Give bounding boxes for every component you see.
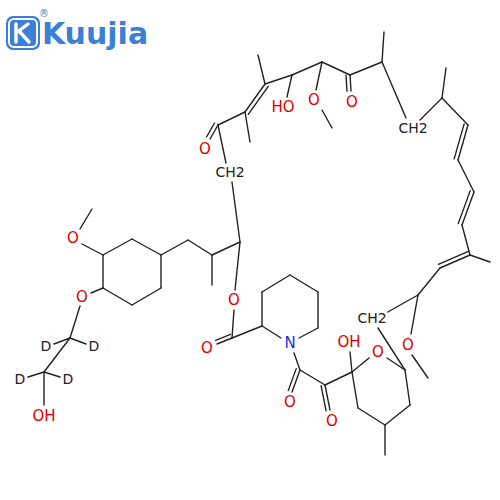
bond-line [454,124,468,160]
bond-group [28,32,490,455]
bond-line [300,370,325,385]
atom-label: D [62,372,75,386]
bond-line [418,268,440,295]
atom-label: D [40,339,53,353]
bond-line [346,75,351,91]
bond-line [70,338,86,344]
bond-line [317,292,318,328]
bond-line [290,275,318,292]
atom-label: D [14,372,27,386]
bond-line [386,295,418,313]
atom-label: O [200,341,214,356]
bond-line [384,425,385,455]
bond-line [321,385,330,411]
atom-label: CH2 [214,165,245,179]
bond-line [262,326,281,338]
bond-line [218,125,226,163]
bond-line [325,372,352,385]
bond-line [216,334,232,344]
bond-line [412,355,428,378]
bond-line [458,191,474,225]
bond-line [352,358,369,372]
atom-label: O [401,338,415,353]
bond-line [44,372,60,377]
bond-line [322,62,350,75]
atom-label: D [88,339,101,353]
bond-line [82,244,103,255]
trademark-mark: ® [38,9,50,19]
atom-label: O [283,395,297,410]
bond-line [132,239,161,255]
atom-label: O [75,290,89,305]
atom-label: CH2 [356,311,387,325]
bond-line [292,62,322,75]
bond-line [232,326,262,338]
atom-label: O [227,293,241,308]
bond-line [382,62,406,118]
bond-line [207,123,218,139]
bond-line [262,275,290,292]
atom-label: CH2 [397,121,428,135]
bond-line [288,369,300,392]
bond-line [294,353,300,370]
bond-line [358,408,385,425]
atom-label: O [198,142,212,157]
bond-line [160,255,161,288]
bond-line [299,328,318,338]
bond-line [352,372,358,408]
bond-line [218,112,245,125]
bond-line [258,55,265,84]
bond-line [132,288,161,305]
bond-line [470,255,490,262]
bond-line [188,240,212,255]
bond-line [442,98,468,125]
atom-label: OH [336,335,361,350]
logo-icon [6,16,40,50]
bond-line [245,112,250,142]
bond-line [316,62,322,90]
bond-line [420,98,442,120]
bond-line [103,239,132,255]
bond-line [212,242,240,255]
atom-label: O [371,345,385,360]
bond-line [232,310,234,338]
bond-line [161,240,188,255]
bond-line [405,370,410,405]
logo-text: Kuujia [41,19,149,49]
bond-line [232,182,240,242]
atom-label: O [325,414,339,429]
bond-line [80,209,92,229]
bond-line [438,251,470,268]
bond-line [322,110,332,128]
atom-label: HO [270,100,295,115]
bond-line [287,75,292,97]
bond-line [265,75,292,84]
atom-label: OH [31,409,56,424]
bond-line [462,225,470,255]
bond-line [458,160,474,192]
bond-line [261,292,262,326]
bond-line [43,372,44,405]
bond-line [91,288,103,293]
bond-line [211,255,212,285]
atom-label: O [307,93,321,108]
atom-label: O [66,231,80,246]
bond-line [350,352,352,372]
atom-label: O [345,95,359,110]
bond-line [245,84,268,114]
bond-line [103,288,132,305]
bond-line [350,62,382,75]
atom-label: N [283,336,296,351]
bond-line [385,405,410,425]
bond-line [411,295,418,334]
bond-line [235,242,240,290]
bond-line [28,372,44,377]
bond-line [382,32,384,62]
bond-line [387,358,405,370]
bond-line [102,255,103,288]
bond-line [70,306,80,338]
bond-line [442,68,446,98]
